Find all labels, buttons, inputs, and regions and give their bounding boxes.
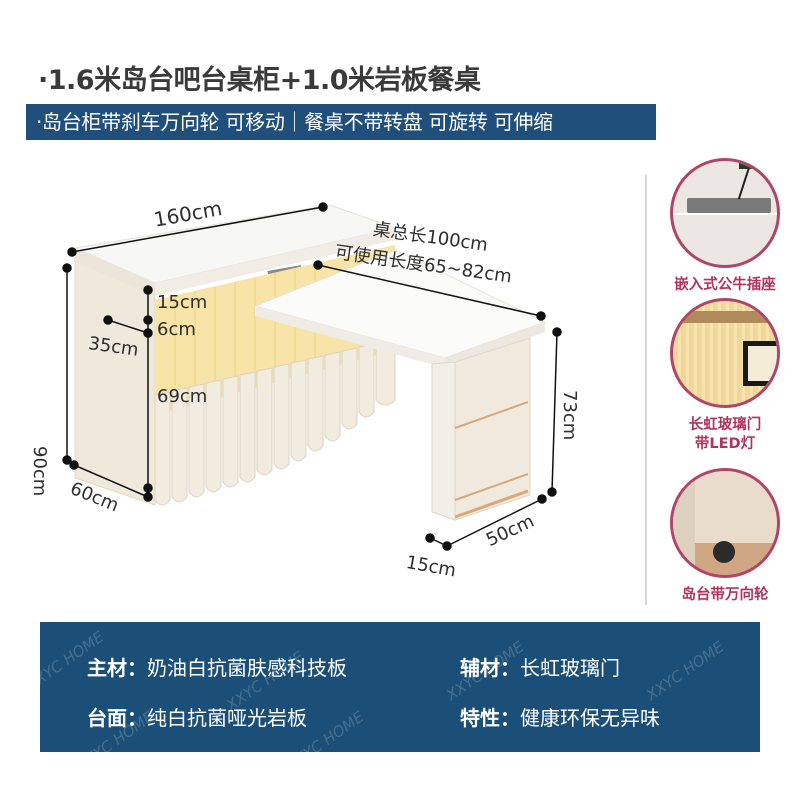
product-dimension-diagram: 160cm 桌总长100cm 可使用长度65~82cm 15cm 6cm 35c… [0,150,640,600]
feature-caster-caption: 岛台带万向轮 [681,587,769,603]
feature-banner: ·岛台柜带刹车万向轮 可移动｜餐桌不带转盘 可旋转 可伸缩 [26,104,656,140]
spec-feature-label: 特性： [460,706,520,730]
glass-door-led-icon [670,298,780,408]
caster-wheel-icon [670,468,780,578]
spec-main-material-value: 奶油白抗菌肤感科技板 [147,656,347,680]
spec-feature: 特性：健康环保无异味 [460,702,660,731]
furniture-illustration [62,202,562,551]
spec-aux-material-label: 辅材： [460,656,520,680]
spec-top-value: 纯白抗菌哑光岩板 [147,706,307,730]
dim-cabinet-height: 90cm [29,446,50,497]
material-specs-panel: XXYC HOME XXYC HOME XXYC HOME XXYC HOME … [23,622,760,774]
spec-top: 台面：纯白抗菌哑光岩板 [87,702,307,731]
sidebar-divider [645,175,647,605]
product-title: ·1.6米岛台吧台桌柜+1.0米岩板餐桌 [38,65,481,96]
spec-feature-value: 健康环保无异味 [520,706,660,730]
feature-glass-door-caption-2: 带LED灯 [694,436,756,452]
feature-caster-wheel: 岛台带万向轮 [665,468,785,605]
spec-aux-material-value: 长虹玻璃门 [520,656,620,680]
watermark: XXYC HOME [642,637,728,705]
dim-lower-height: 69cm [157,386,208,407]
feature-glass-door-caption-1: 长虹玻璃门 [688,417,762,433]
power-socket-icon [670,158,780,268]
spec-top-label: 台面： [87,706,147,730]
feature-glass-door: 长虹玻璃门 带LED灯 [665,298,785,454]
dim-table-height: 73cm [559,390,580,441]
dim-top-thickness: 15cm [157,292,208,313]
feature-socket-caption: 嵌入式公牛插座 [674,277,776,293]
spec-aux-material: 辅材：长虹玻璃门 [460,652,620,681]
feature-socket: 嵌入式公牛插座 [665,158,785,295]
spec-main-material-label: 主材： [87,656,147,680]
dim-gap: 6cm [157,319,196,340]
spec-main-material: 主材：奶油白抗菌肤感科技板 [87,652,347,681]
